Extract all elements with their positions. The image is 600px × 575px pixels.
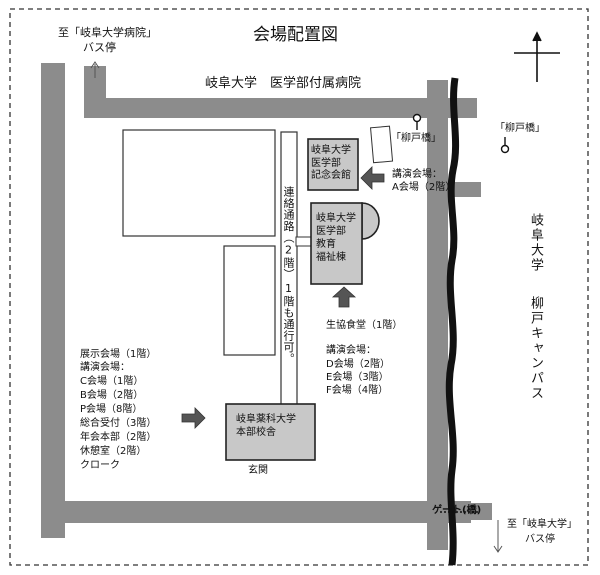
page-title: 会場配置図	[253, 25, 338, 45]
welfare-bldg-label: 岐阜大学 医学部 教育 福祉棟	[316, 213, 356, 263]
welfare-venues-head: 講演会場：	[326, 345, 376, 356]
pharm-venue-line: 休憩室（2階）	[80, 446, 147, 457]
yanagido-bridge-label-2: 「柳戸橋」	[495, 123, 545, 134]
bus-arrow-north	[90, 61, 100, 78]
block-middle	[223, 245, 276, 356]
pharm-venue-line: 年会本部（2階）	[80, 432, 157, 443]
welfare-bldg-box	[310, 202, 363, 285]
road-label: 岐阜大学 医学部付属病院	[205, 76, 362, 91]
coop-label: 生協食堂（1階）	[326, 320, 403, 331]
bus-stop-univ-line1: 至「岐阜大学」	[507, 519, 577, 530]
road-bottom	[61, 501, 471, 523]
pharm-bldg-label: 岐阜薬科大学 本部校舎	[236, 414, 296, 438]
welfare-bldg-dome	[361, 202, 380, 240]
pharm-venue-line: クローク	[80, 460, 120, 471]
pharm-venue-line: 総合受付（3階）	[80, 418, 157, 429]
kinen-venue-head: 講演会場：	[392, 169, 442, 180]
pharm-venue-line: C会場（1階）	[80, 376, 144, 387]
arrow-icon	[360, 166, 385, 190]
yanagido-bridge-label-1: 「柳戸橋」	[391, 133, 441, 144]
road-left	[41, 63, 65, 538]
entrance-label: 玄関	[248, 465, 268, 476]
bus-stop-hospital-line1: 至「岐阜大学病院」	[58, 26, 157, 39]
arrow-icon	[331, 286, 357, 308]
campus-label-1: 岐阜大学	[528, 213, 543, 273]
map-frame	[9, 8, 589, 566]
gate-label: ゲート(橋)	[432, 505, 482, 516]
road-right-branch	[447, 182, 481, 197]
pharm-venue-line: 講演会場：	[80, 362, 130, 373]
corridor-note: 1階も通行可。	[282, 282, 295, 365]
pharm-venue-line: B会場（2階）	[80, 390, 144, 401]
welfare-venue-item: D会場（2階）	[326, 359, 391, 370]
corridor-link	[295, 236, 312, 247]
river	[445, 77, 460, 566]
block-north	[122, 129, 276, 237]
pharm-venue-line: 展示会場（1階）	[80, 349, 157, 360]
kinen-hall-box	[307, 138, 359, 191]
bus-arrow-south	[493, 520, 503, 553]
pharm-bldg-box	[225, 403, 316, 461]
arrow-icon	[181, 407, 206, 429]
campus-label-2: 柳戸キャンパス	[528, 296, 543, 401]
corridor-label: 連絡通路（2階）	[282, 186, 295, 280]
road-right	[427, 80, 448, 550]
pharm-venue-line: P会場（8階）	[80, 404, 143, 415]
bridge-marker-icon	[412, 113, 422, 130]
welfare-venue-item: E会場（3階）	[326, 372, 389, 383]
bus-stop-univ-line2: バス停	[525, 534, 555, 545]
block-small-east	[370, 125, 394, 164]
kinen-venue-room: A会場（2階）	[392, 182, 456, 193]
welfare-venue-item: F会場（4階）	[326, 385, 389, 396]
north-arrow-icon	[514, 31, 560, 82]
bridge-marker-icon	[500, 137, 510, 154]
bus-stop-hospital-line2: バス停	[83, 41, 116, 54]
road-hospital	[84, 98, 477, 118]
kinen-hall-label: 岐阜大学 医学部 記念会館	[311, 145, 351, 181]
roads	[41, 63, 492, 550]
